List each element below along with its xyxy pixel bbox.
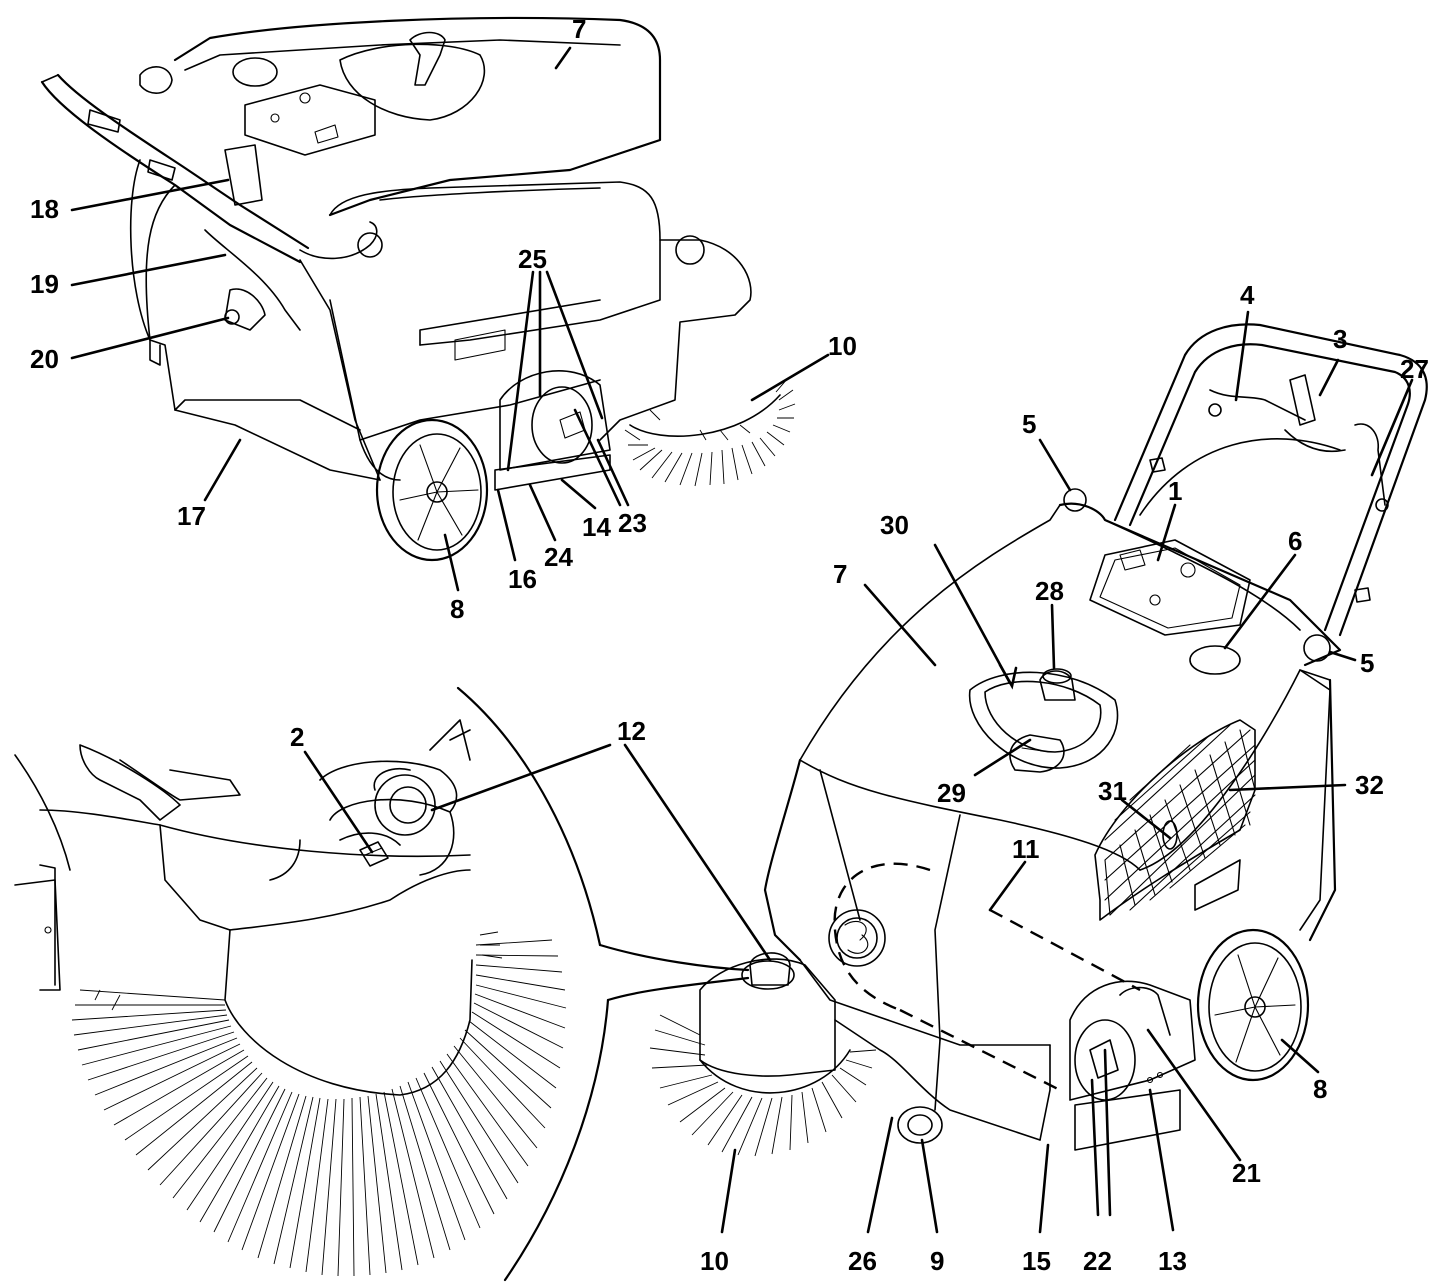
callout-5-top: 5 bbox=[1022, 409, 1036, 439]
leader-12-b bbox=[430, 743, 612, 812]
leader-30-arrowhead bbox=[998, 663, 1018, 690]
callout-7-right: 7 bbox=[833, 559, 847, 589]
callout-6: 6 bbox=[1288, 526, 1302, 556]
leader-28 bbox=[1050, 603, 1056, 670]
leader-7-right bbox=[863, 583, 937, 667]
leader-1 bbox=[1156, 503, 1177, 562]
callout-29: 29 bbox=[937, 778, 966, 808]
callout-31: 31 bbox=[1098, 776, 1127, 806]
callout-27: 27 bbox=[1400, 354, 1429, 384]
callout-7-top: 7 bbox=[572, 14, 586, 44]
leader-11 bbox=[988, 860, 1027, 912]
leader-12-a bbox=[623, 743, 772, 962]
rear-view-illustration bbox=[40, 16, 796, 562]
callout-5-right: 5 bbox=[1360, 648, 1374, 678]
leader-6 bbox=[1223, 553, 1297, 650]
side-brush-bristles-detail bbox=[71, 931, 567, 1277]
leader-17 bbox=[203, 438, 242, 502]
callout-28: 28 bbox=[1035, 576, 1064, 606]
callout-32: 32 bbox=[1355, 770, 1384, 800]
leader-9 bbox=[920, 1138, 939, 1234]
leader-23a bbox=[573, 408, 622, 507]
magnified-detail-view bbox=[14, 686, 750, 1282]
callout-9: 9 bbox=[930, 1246, 944, 1276]
callout-21: 21 bbox=[1232, 1158, 1261, 1188]
leader-24 bbox=[528, 483, 557, 542]
callout-11: 11 bbox=[1012, 834, 1040, 864]
leader-3 bbox=[1318, 358, 1340, 397]
callout-leader-lines bbox=[70, 46, 1414, 1234]
leader-29 bbox=[973, 738, 1032, 777]
leader-5-right bbox=[1328, 650, 1357, 662]
leader-4 bbox=[1234, 310, 1250, 402]
callout-13: 13 bbox=[1158, 1246, 1187, 1276]
front-view-illustration bbox=[649, 323, 1428, 1157]
callout-labels: 7 18 19 20 17 8 16 24 14 23 25 10 4 3 27… bbox=[30, 14, 1429, 1276]
callout-2: 2 bbox=[290, 722, 304, 752]
leader-32 bbox=[1228, 783, 1347, 792]
leader-8-top bbox=[443, 533, 460, 592]
callout-20: 20 bbox=[30, 344, 59, 374]
callout-10-top: 10 bbox=[828, 331, 857, 361]
callout-15: 15 bbox=[1022, 1246, 1051, 1276]
side-grille-mesh bbox=[1104, 724, 1256, 916]
leader-5-top bbox=[1038, 438, 1072, 492]
callout-30: 30 bbox=[880, 510, 909, 540]
leader-25a bbox=[506, 270, 535, 472]
callout-24: 24 bbox=[544, 542, 573, 572]
leader-10-top bbox=[750, 353, 830, 402]
leader-8-right bbox=[1280, 1038, 1320, 1074]
leader-22a bbox=[1090, 1078, 1100, 1217]
side-brush-bristles-top bbox=[624, 377, 796, 487]
callout-14: 14 bbox=[582, 512, 611, 542]
callout-8-right: 8 bbox=[1313, 1074, 1327, 1104]
leader-30 bbox=[933, 543, 1012, 685]
leader-10-front bbox=[720, 1148, 737, 1234]
callout-1: 1 bbox=[1168, 476, 1182, 506]
leader-23b bbox=[596, 438, 630, 507]
callout-26: 26 bbox=[848, 1246, 877, 1276]
leader-13 bbox=[1148, 1088, 1175, 1232]
callout-22: 22 bbox=[1083, 1246, 1112, 1276]
leader-14 bbox=[560, 478, 597, 510]
leader-7-top bbox=[554, 46, 572, 70]
callout-18: 18 bbox=[30, 194, 59, 224]
leader-2 bbox=[303, 750, 374, 854]
callout-3: 3 bbox=[1333, 324, 1347, 354]
leader-16 bbox=[496, 488, 517, 562]
callout-10-front: 10 bbox=[700, 1246, 729, 1276]
leader-26 bbox=[866, 1116, 894, 1234]
leader-22b bbox=[1103, 1048, 1112, 1217]
leader-19 bbox=[70, 253, 227, 287]
callout-25: 25 bbox=[518, 244, 547, 274]
leader-31 bbox=[1120, 798, 1172, 840]
leader-25c bbox=[545, 270, 604, 420]
leader-20 bbox=[70, 316, 230, 360]
callout-4: 4 bbox=[1240, 280, 1255, 310]
leader-15 bbox=[1038, 1143, 1050, 1234]
leader-27 bbox=[1370, 378, 1414, 477]
leader-18 bbox=[70, 178, 230, 212]
leader-21 bbox=[1146, 1028, 1242, 1162]
callout-12: 12 bbox=[617, 716, 646, 746]
side-brush-bristles-front bbox=[649, 1014, 877, 1157]
callout-23: 23 bbox=[618, 508, 647, 538]
callout-19: 19 bbox=[30, 269, 59, 299]
callout-8-top: 8 bbox=[450, 594, 464, 624]
callout-17: 17 bbox=[177, 501, 206, 531]
callout-16: 16 bbox=[508, 564, 537, 594]
